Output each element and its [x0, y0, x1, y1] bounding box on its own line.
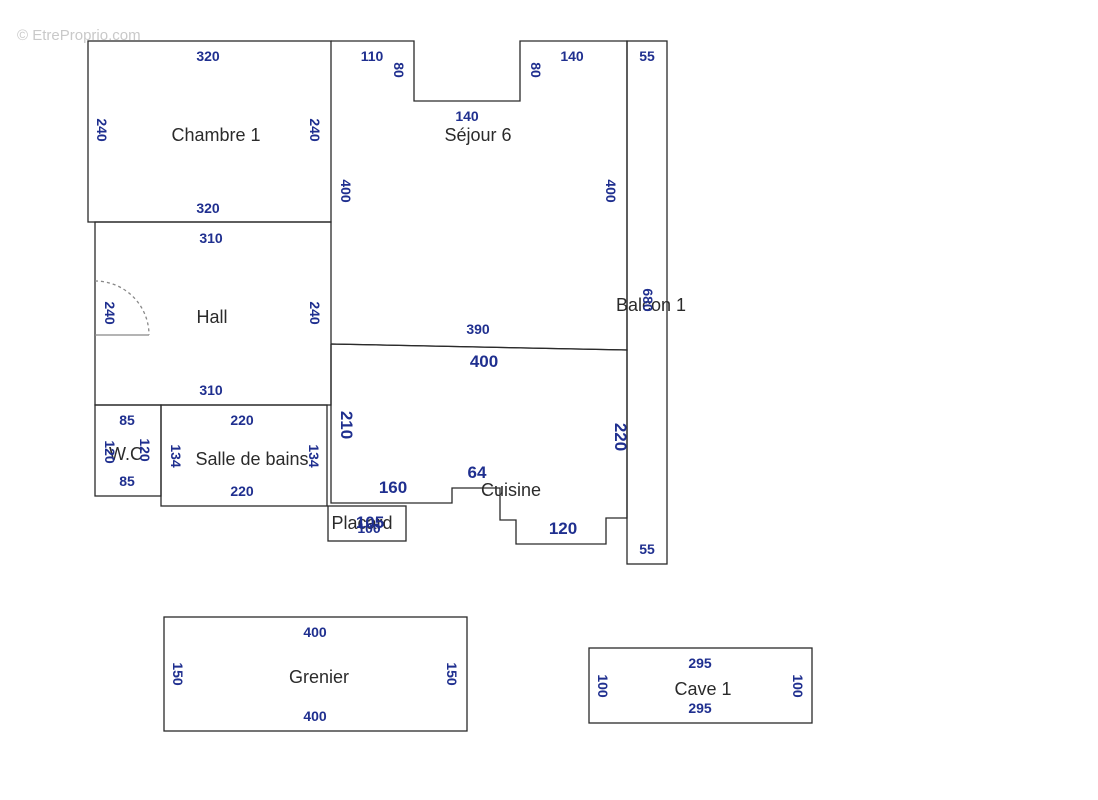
dim-chambre-bottom: 320	[196, 200, 220, 216]
dim-sejour-390: 390	[466, 321, 490, 337]
dim-cuisine-64: 64	[468, 463, 487, 482]
dim-hall-240l: 240	[102, 301, 118, 325]
dim-wc-120b: 120	[137, 438, 153, 462]
dim-hall-310top: 310	[199, 230, 223, 246]
dim-grenier-400top: 400	[303, 624, 327, 640]
dim-cuisine-400: 400	[470, 352, 498, 371]
dim-cave-100l: 100	[595, 674, 611, 698]
cave-walls	[588, 647, 813, 724]
dim-hall-310bottom: 310	[199, 382, 223, 398]
dim-grenier-150r: 150	[444, 662, 460, 686]
room-label-grenier: Grenier	[289, 667, 349, 687]
balcon-walls	[626, 40, 668, 565]
dim-cave-295bottom: 295	[688, 700, 712, 716]
room-label-chambre: Chambre 1	[171, 125, 260, 145]
dim-chambre-right: 240	[307, 118, 323, 142]
dim-placard-100: 100	[357, 520, 381, 536]
dim-grenier-150l: 150	[170, 662, 186, 686]
dim-sejour-110: 110	[361, 48, 384, 64]
dim-sdb-134r: 134	[306, 444, 322, 468]
dim-wc-120a: 120	[102, 440, 118, 464]
dim-hall-240r: 240	[307, 301, 323, 325]
dim-cuisine-160: 160	[379, 478, 407, 497]
sejour-walls	[330, 40, 628, 351]
room-label-hall: Hall	[196, 307, 227, 327]
dim-cave-295top: 295	[688, 655, 712, 671]
dim-sejour-400r: 400	[603, 179, 619, 203]
dim-balcon-55bottom: 55	[639, 541, 655, 557]
watermark: © EtreProprio.com	[17, 27, 141, 44]
dim-cave-100r: 100	[790, 674, 806, 698]
dim-wc-85bottom: 85	[119, 473, 135, 489]
cuisine-walls	[330, 343, 628, 545]
dim-cuisine-120: 120	[549, 519, 577, 538]
dim-cuisine-210: 210	[337, 411, 356, 439]
dim-chambre-left: 240	[94, 118, 110, 142]
dim-sdb-220bottom: 220	[230, 483, 254, 499]
room-label-wc: W.C	[109, 444, 143, 464]
sdb-walls	[160, 404, 328, 507]
room-label-balcon: Balcon 1	[616, 295, 686, 315]
dim-balcon-55top: 55	[639, 48, 655, 64]
room-label-sdb: Salle de bains	[195, 449, 308, 469]
dim-balcon-overlap: 680	[640, 288, 656, 312]
dim-sejour-400l: 400	[338, 179, 354, 203]
room-label-cave: Cave 1	[674, 679, 731, 699]
grenier-walls	[163, 616, 468, 732]
room-label-sejour: Séjour 6	[444, 125, 511, 145]
dim-cuisine-220: 220	[611, 423, 630, 451]
dim-grenier-400bottom: 400	[303, 708, 327, 724]
room-label-cuisine: Cuisine	[481, 480, 541, 500]
dim-sejour-80a: 80	[391, 62, 407, 78]
placard-walls	[327, 505, 407, 542]
dim-sejour-140mid: 140	[455, 108, 479, 124]
dim-wc-85top: 85	[119, 412, 135, 428]
dim-sejour-80b: 80	[528, 62, 544, 78]
dim-sdb-220top: 220	[230, 412, 254, 428]
room-label-placard: Placard	[331, 513, 392, 533]
door-arc	[94, 280, 150, 336]
dim-chambre-top: 320	[196, 48, 220, 64]
dim-sdb-134l: 134	[168, 444, 184, 468]
dim-placard-105: 105	[356, 513, 384, 532]
dim-sejour-140top: 140	[560, 48, 584, 64]
